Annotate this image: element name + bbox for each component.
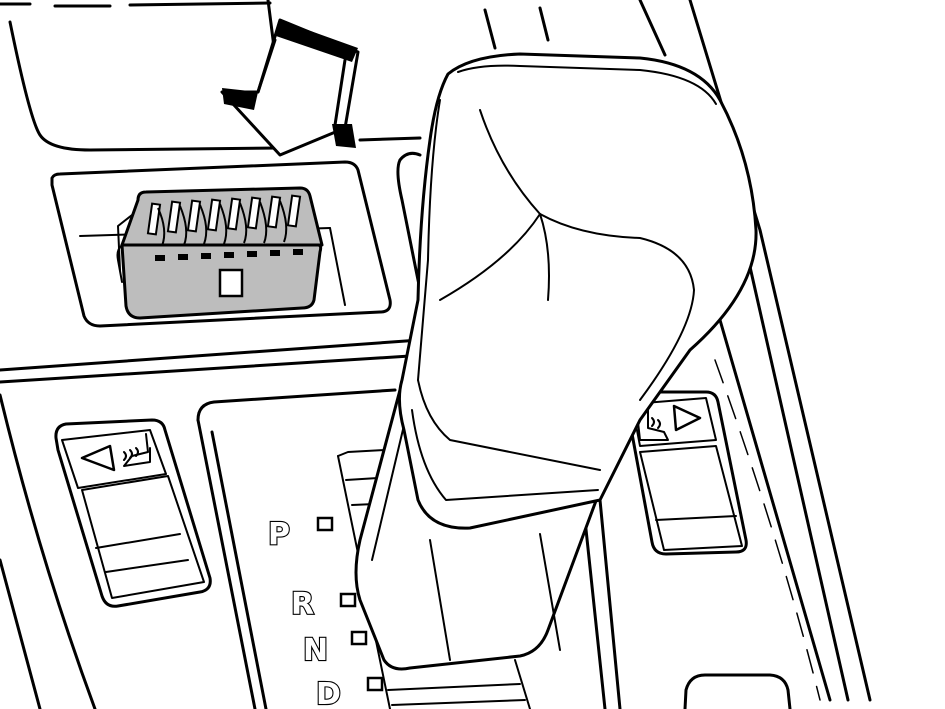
seat-heater-icon bbox=[123, 433, 151, 467]
right-seat-heater-switch bbox=[626, 390, 748, 556]
gear-label-p: P bbox=[268, 517, 290, 552]
gear-indicator: P R N D bbox=[267, 516, 384, 709]
gear-label-r: R bbox=[291, 587, 314, 622]
left-seat-heater-switch bbox=[54, 418, 212, 608]
console-outline bbox=[0, 0, 872, 709]
gear-marker-n bbox=[350, 630, 368, 646]
obd-connector bbox=[116, 186, 324, 320]
gear-marker-p bbox=[316, 516, 334, 532]
gear-label-d: D bbox=[316, 677, 341, 709]
gear-shifter bbox=[354, 52, 758, 671]
gear-marker-r bbox=[339, 592, 357, 608]
gear-label-n: N bbox=[303, 633, 328, 668]
down-arrow-icon bbox=[220, 18, 360, 157]
triangle-right-icon bbox=[672, 404, 702, 432]
gear-marker-d bbox=[366, 676, 384, 692]
triangle-left-icon bbox=[80, 444, 116, 472]
gear-gate bbox=[196, 388, 622, 709]
seat-heater-icon bbox=[637, 409, 669, 441]
